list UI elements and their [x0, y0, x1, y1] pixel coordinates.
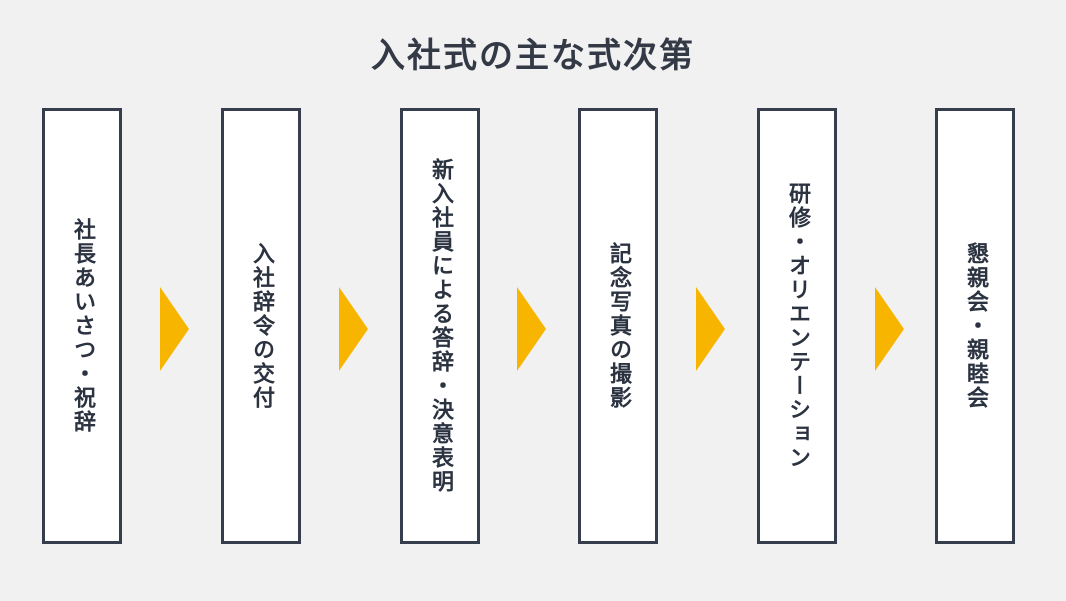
- step-label-2: 入社辞令の交付: [249, 242, 274, 410]
- arrow-right-icon-4: [696, 287, 725, 371]
- arrow-right-icon-1: [160, 287, 189, 371]
- arrow-right-icon-5: [875, 287, 904, 371]
- step-box-2: 入社辞令の交付: [221, 108, 301, 544]
- arrow-right-icon-3: [517, 287, 546, 371]
- step-box-5: 研修・オリエンテーション: [757, 108, 837, 544]
- step-label-4: 記念写真の撮影: [606, 242, 631, 410]
- step-box-3: 新入社員による答辞・決意表明: [400, 108, 480, 544]
- step-box-6: 懇親会・親睦会: [935, 108, 1015, 544]
- diagram-title: 入社式の主な式次第: [371, 36, 695, 76]
- arrow-right-icon-2: [339, 287, 368, 371]
- step-box-4: 記念写真の撮影: [578, 108, 658, 544]
- step-label-6: 懇親会・親睦会: [963, 242, 988, 410]
- step-box-1: 社長あいさつ・祝辞: [42, 108, 122, 544]
- step-label-3: 新入社員による答辞・決意表明: [428, 158, 453, 494]
- step-label-5: 研修・オリエンテーション: [785, 182, 810, 470]
- step-label-1: 社長あいさつ・祝辞: [70, 218, 95, 434]
